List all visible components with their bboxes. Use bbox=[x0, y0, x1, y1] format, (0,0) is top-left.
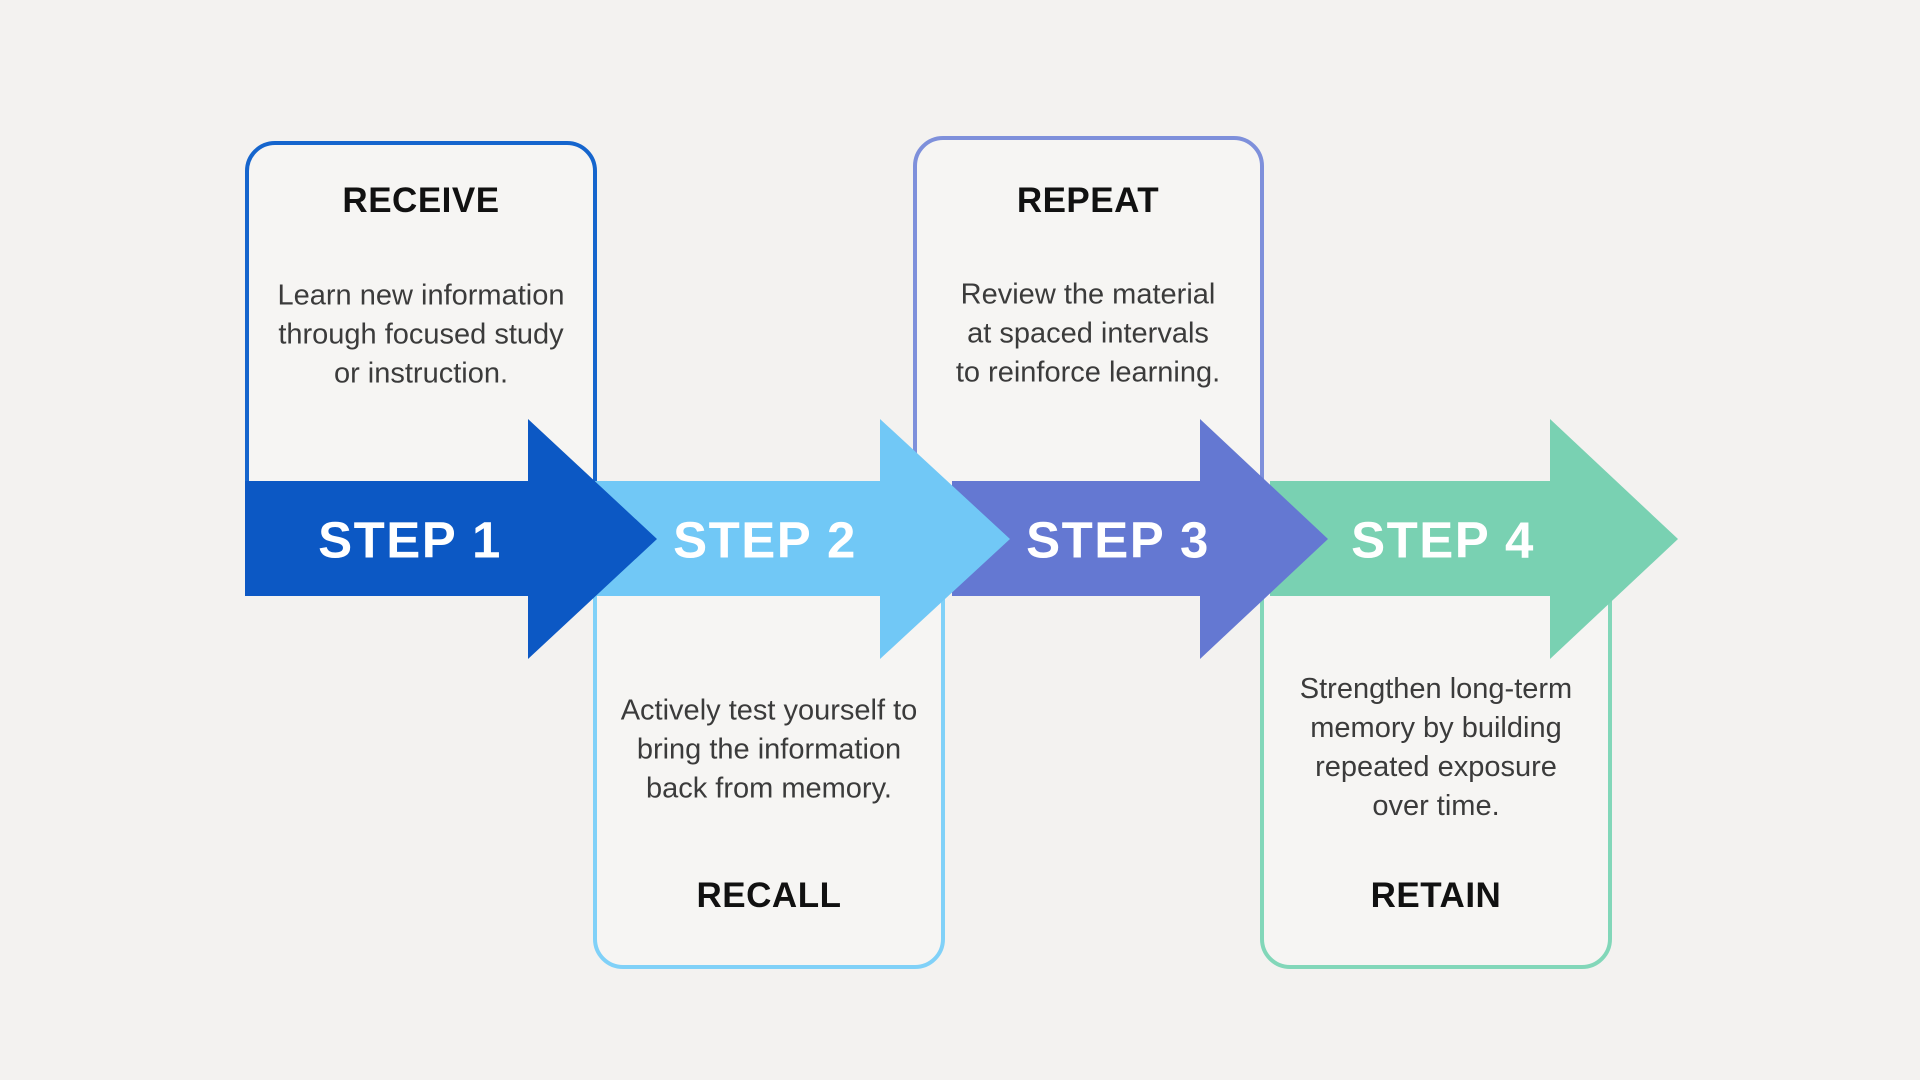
cards bbox=[245, 136, 1612, 969]
step-2-label: STEP 2 bbox=[673, 511, 857, 569]
card-retain-title: RETAIN bbox=[1370, 876, 1502, 915]
step-2-arrow bbox=[595, 419, 1010, 659]
step-3-arrow bbox=[952, 419, 1328, 659]
card-receive-description: Learn new information through focused st… bbox=[277, 279, 565, 390]
card-retain-description: Strengthen long-term memory by building … bbox=[1299, 673, 1573, 822]
step-4-arrow bbox=[1270, 419, 1678, 659]
step-1-label: STEP 1 bbox=[318, 511, 502, 569]
card-repeat-title: REPEAT bbox=[1016, 181, 1160, 220]
card-recall-title: RECALL bbox=[696, 876, 842, 915]
step-4-label: STEP 4 bbox=[1351, 511, 1535, 569]
card-repeat-description: Review the material at spaced intervals … bbox=[955, 278, 1221, 389]
arrows bbox=[245, 419, 1678, 659]
step-3-label: STEP 3 bbox=[1026, 511, 1210, 569]
step-1-arrow bbox=[245, 419, 657, 659]
card-recall-description: Actively test yourself to bring the info… bbox=[620, 694, 918, 805]
card-receive-title: RECEIVE bbox=[342, 181, 500, 220]
